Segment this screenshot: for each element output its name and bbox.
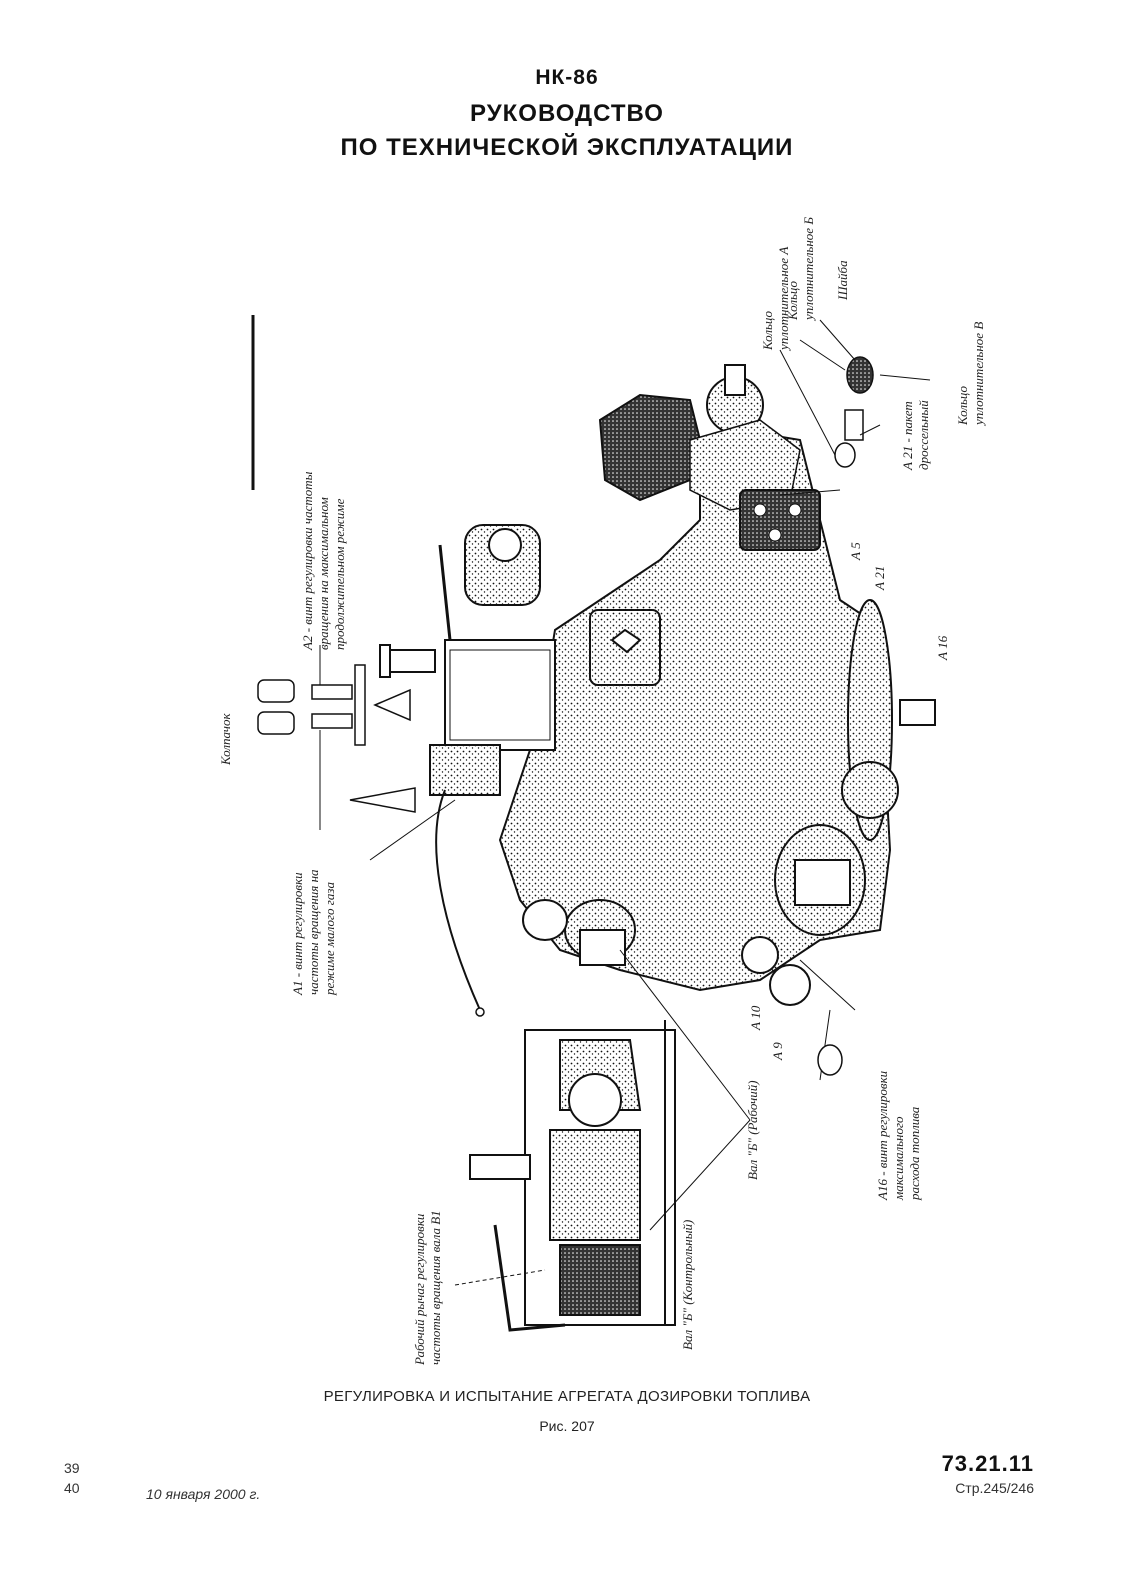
label-a10: А 10	[748, 1005, 763, 1030]
figure-caption: РЕГУЛИРОВКА И ИСПЫТАНИЕ АГРЕГАТА ДОЗИРОВ…	[323, 1388, 811, 1405]
footer-section-code: 73.21.11	[941, 1451, 1034, 1476]
figure-number: Рис. 207	[539, 1418, 595, 1434]
label-port-b-work: Вал "Б" (Рабочий)	[745, 1080, 760, 1180]
document-title-line-2: ПО ТЕХНИЧЕСКОЙ ЭКСПЛУАТАЦИИ	[340, 134, 794, 161]
label-cap: Колпачок	[218, 713, 233, 765]
document-code: НК-86	[535, 66, 599, 89]
footer-page-numbers: 39 40	[64, 1458, 80, 1498]
label-a1-idle-screw: А1 - винт регулировки частоты вращения н…	[290, 869, 337, 995]
label-a16: А 16	[935, 635, 950, 660]
label-work-lever: Рабочий рычаг регулировки частоты вращен…	[412, 1210, 443, 1365]
label-a9: А 9	[770, 1042, 785, 1060]
label-a16-max-fuel-screw: А16 - винт регулировки максимального рас…	[875, 1070, 922, 1200]
label-a2-max-speed-screw: А2 - винт регулировки частоты вращения н…	[300, 471, 347, 650]
footer-page-top: 39	[64, 1460, 80, 1476]
label-a5: А 5	[848, 542, 863, 560]
label-a21-throttle-pack: А 21 - пакет дроссельный	[900, 400, 931, 470]
footer-page: Стр.245/246	[955, 1480, 1034, 1496]
label-washer: Шайба	[835, 260, 850, 300]
document-title-line-1: РУКОВОДСТВО	[470, 100, 664, 127]
label-a21: А 21	[872, 565, 887, 590]
footer-page-bottom: 40	[64, 1480, 80, 1496]
label-ring-v: Кольцо уплотнительное В	[955, 321, 986, 425]
label-ring-b: Кольцо уплотнительное Б	[785, 217, 816, 320]
footer-date: 10 января 2000 г.	[146, 1486, 261, 1502]
label-port-b-control: Вал "Б" (Контрольный)	[680, 1219, 695, 1350]
